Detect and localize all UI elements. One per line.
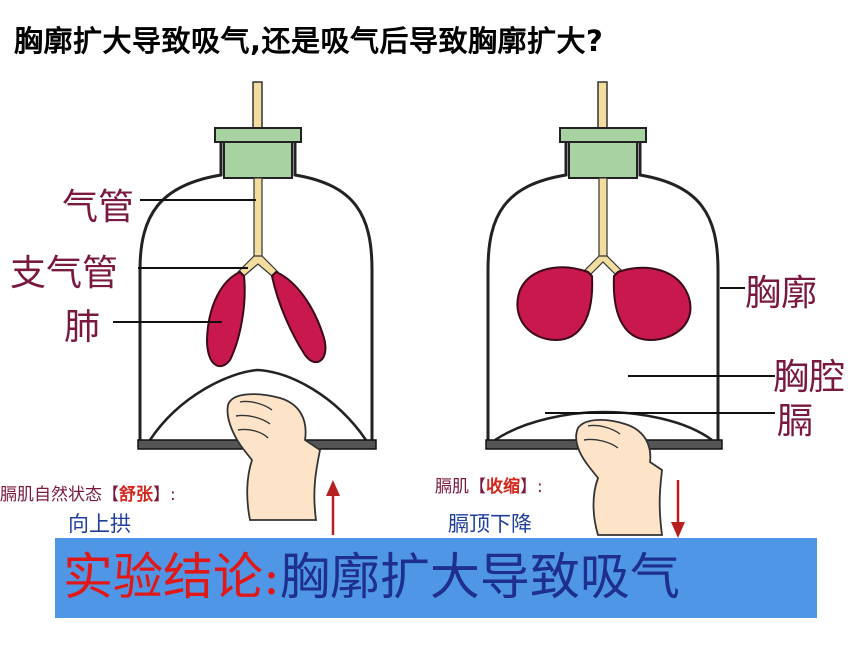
- right-lung-left: [516, 266, 594, 342]
- left-lung-right: [270, 270, 327, 364]
- right-state-suffix: 】:: [520, 477, 543, 497]
- right-state-description: 膈顶下降: [448, 512, 532, 536]
- left-state-description: 向上拱: [68, 512, 131, 536]
- left-state-prefix: 膈肌自然状态【: [0, 485, 119, 505]
- right-glass-tube: [597, 81, 608, 133]
- right-down-arrowhead: [671, 522, 685, 538]
- left-bell-jar: [137, 81, 377, 535]
- left-diaphragm: [148, 368, 368, 441]
- right-hand: [575, 419, 664, 536]
- right-trachea: [598, 177, 608, 259]
- left-hand-fingers: [235, 400, 273, 439]
- label-thorax: 胸廓: [745, 273, 818, 314]
- conclusion-prefix: 实验结论:: [63, 548, 280, 606]
- right-lung-right: [612, 266, 692, 342]
- left-up-arrowhead: [326, 480, 340, 496]
- left-trachea: [253, 177, 263, 259]
- label-diaphragm: 膈: [777, 401, 814, 442]
- conclusion-statement: 胸廓扩大导致吸气: [279, 548, 680, 606]
- page-title: 胸廓扩大导致吸气,还是吸气后导致胸廓扩大?: [14, 24, 604, 58]
- conclusion-banner: 实验结论:胸廓扩大导致吸气: [55, 538, 817, 618]
- left-jar-glass: [138, 140, 374, 445]
- label-bronchus: 支气管: [10, 253, 119, 294]
- right-stopper-cap: [559, 127, 647, 143]
- left-state-suffix: 】:: [153, 485, 176, 505]
- right-jar-glass: [486, 140, 720, 445]
- right-stopper: [568, 141, 638, 179]
- left-stopper-cap: [214, 127, 302, 143]
- left-stopper: [223, 141, 293, 179]
- left-hand: [226, 393, 322, 521]
- conclusion-text: 实验结论:胸廓扩大导致吸气: [63, 544, 680, 610]
- leader-lines: [113, 199, 775, 414]
- left-lung-left: [205, 270, 246, 367]
- left-bronchi: [237, 255, 279, 277]
- right-diaphragm-state: 膈肌【收缩】:: [435, 472, 543, 497]
- left-glass-tube: [252, 81, 263, 133]
- right-hand-fingers: [583, 424, 621, 449]
- left-state-highlight: 舒张: [119, 485, 153, 505]
- right-bell-jar: [485, 81, 723, 538]
- label-trachea: 气管: [62, 187, 135, 228]
- label-lung: 肺: [64, 307, 101, 348]
- right-state-prefix: 膈肌【: [435, 477, 486, 497]
- right-state-highlight: 收缩: [486, 477, 520, 497]
- left-diaphragm-state: 膈肌自然状态【舒张】:: [0, 480, 176, 505]
- label-thoracic-cavity: 胸腔: [773, 357, 846, 398]
- right-bronchi: [584, 255, 622, 275]
